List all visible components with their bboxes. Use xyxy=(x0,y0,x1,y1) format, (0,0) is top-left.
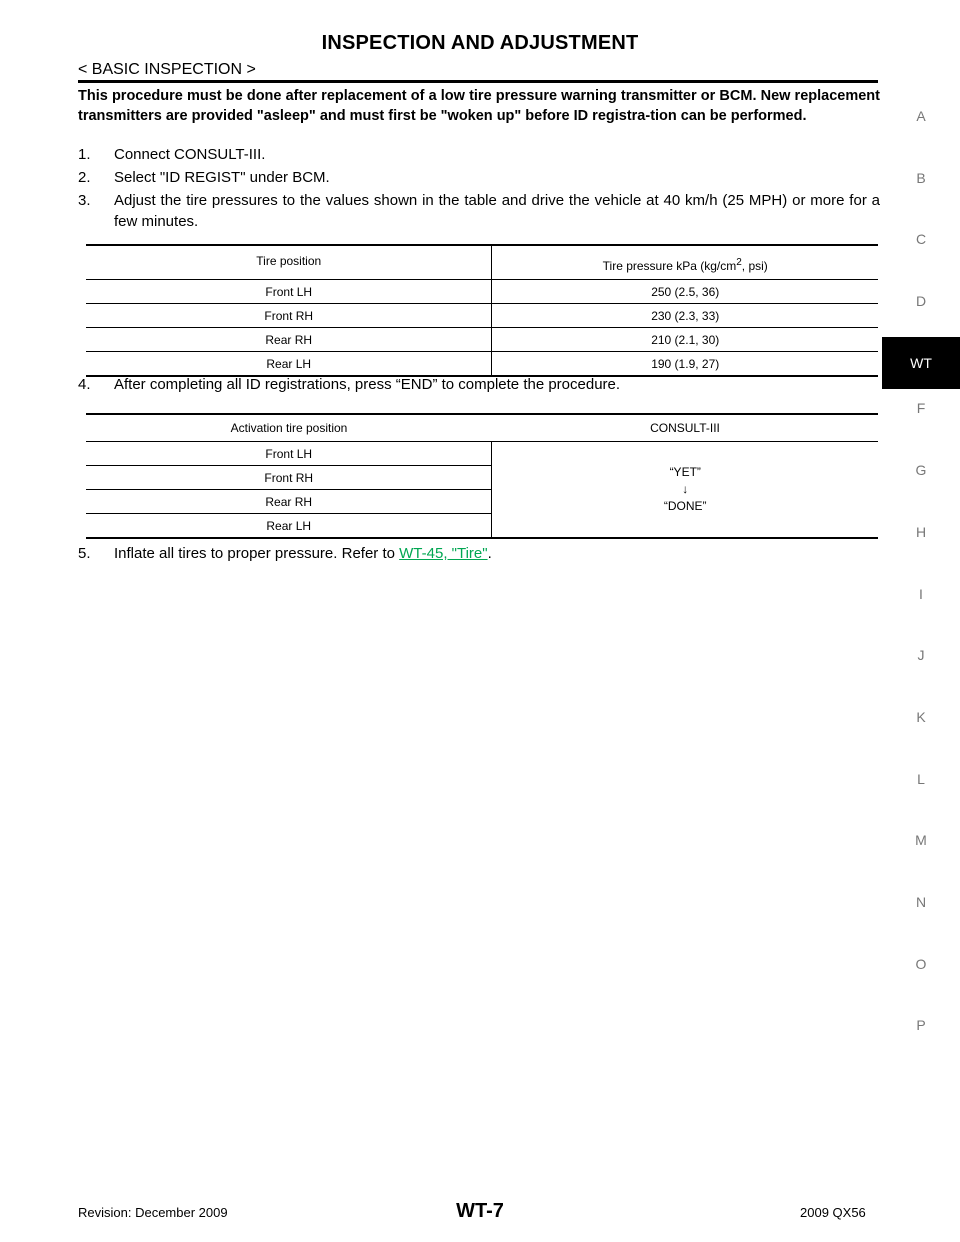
section-tab-n[interactable]: N xyxy=(915,893,927,910)
tire-pressure-table: Tire position Tire pressure kPa (kg/cm2,… xyxy=(86,244,878,377)
revision-date: Revision: December 2009 xyxy=(78,1205,228,1220)
tire-pressure-cell: 190 (1.9, 27) xyxy=(651,356,720,371)
table-row: Front LH 250 (2.5, 36) xyxy=(86,279,878,304)
tire-pressure-cell: 230 (2.3, 33) xyxy=(651,308,720,323)
tire-position-cell: Rear RH xyxy=(86,327,493,352)
step-4: 4. After completing all ID registrations… xyxy=(78,374,880,395)
activation-position-cell: Rear RH xyxy=(86,489,493,514)
header-rule xyxy=(78,80,878,83)
table-row: Rear RH xyxy=(86,489,878,514)
step-3: 3. Adjust the tire pressures to the valu… xyxy=(78,190,880,232)
header-text: , psi) xyxy=(741,258,768,273)
step-2: 2. Select "ID REGIST" under BCM. xyxy=(78,167,880,188)
reference-link[interactable]: WT-45, "Tire" xyxy=(399,545,488,562)
section-tab-p[interactable]: P xyxy=(916,1017,926,1034)
page-title: INSPECTION AND ADJUSTMENT xyxy=(321,32,639,54)
tire-position-cell: Front LH xyxy=(86,279,493,304)
activation-position-cell: Front LH xyxy=(86,441,493,466)
step-number: 5. xyxy=(78,545,91,562)
page-number: WT-7 xyxy=(456,1200,504,1222)
vehicle-model: 2009 QX56 xyxy=(800,1205,866,1220)
table-row: Rear RH 210 (2.1, 30) xyxy=(86,327,878,352)
column-header-consult: CONSULT-III xyxy=(491,414,878,442)
status-yet: “YET” xyxy=(669,465,701,479)
column-header-tire-position: Tire position xyxy=(86,245,493,280)
activation-table: Activation tire position CONSULT-III Fro… xyxy=(86,413,878,539)
section-tab-d[interactable]: D xyxy=(915,293,927,310)
table-header-row: Activation tire position CONSULT-III xyxy=(86,414,878,442)
table-header-row: Tire position Tire pressure kPa (kg/cm2,… xyxy=(86,245,878,280)
consult-status-cell: “YET” ↓ “DONE” xyxy=(492,442,878,539)
superscript: 2 xyxy=(736,256,742,268)
section-tab-i[interactable]: I xyxy=(919,585,923,602)
section-tab-b[interactable]: B xyxy=(916,169,926,186)
tire-pressure-cell: 250 (2.5, 36) xyxy=(651,284,720,299)
section-tab-h[interactable]: H xyxy=(915,523,927,540)
section-tab-j[interactable]: J xyxy=(917,647,925,664)
step-text: After completing all ID registrations, p… xyxy=(114,376,621,393)
step-5: 5. Inflate all tires to proper pressure.… xyxy=(78,543,880,564)
status-done: “DONE” xyxy=(663,499,707,513)
step-text: Inflate all tires to proper pressure. Re… xyxy=(114,543,880,564)
activation-position-cell: Front RH xyxy=(86,465,493,490)
activation-position-cell: Rear LH xyxy=(86,513,493,538)
step-text: Adjust the tire pressures to the values … xyxy=(114,192,880,230)
down-arrow-icon: ↓ xyxy=(682,482,689,496)
section-tab-o[interactable]: O xyxy=(915,955,927,972)
column-header-tire-pressure: Tire pressure kPa (kg/cm2, psi) xyxy=(491,245,878,280)
section-label: < BASIC INSPECTION > xyxy=(78,61,256,78)
step-number: 2. xyxy=(78,169,91,186)
header-text: Tire pressure kPa (kg/cm xyxy=(602,258,737,273)
section-tab-f[interactable]: F xyxy=(916,400,926,417)
intro-paragraph: This procedure must be done after replac… xyxy=(78,88,880,124)
tire-position-cell: Rear LH xyxy=(86,351,493,376)
step-text: Connect CONSULT-III. xyxy=(114,146,266,163)
column-header-activation-position: Activation tire position xyxy=(86,414,492,442)
table-row: Rear LH 190 (1.9, 27) xyxy=(86,351,878,376)
section-tab-wt[interactable]: WT xyxy=(882,336,960,389)
table-row: Front RH xyxy=(86,465,878,490)
step-text-after: . xyxy=(487,545,492,562)
step-number: 3. xyxy=(78,192,91,209)
section-tab-c[interactable]: C xyxy=(915,231,927,248)
step-text: Select "ID REGIST" under BCM. xyxy=(114,169,330,186)
tire-position-cell: Front RH xyxy=(86,303,493,328)
section-tab-l[interactable]: L xyxy=(917,770,925,787)
table-row: Front LH “YET” ↓ “DONE” xyxy=(86,441,878,513)
step-1: 1. Connect CONSULT-III. xyxy=(78,144,880,165)
table-row: Rear LH xyxy=(86,513,878,538)
step-number: 1. xyxy=(78,146,91,163)
section-tab-m[interactable]: M xyxy=(915,832,927,849)
section-tab-g[interactable]: G xyxy=(915,462,927,479)
section-tab-a[interactable]: A xyxy=(916,108,926,124)
table-row: Front RH 230 (2.3, 33) xyxy=(86,303,878,328)
tire-pressure-cell: 210 (2.1, 30) xyxy=(651,332,720,347)
step-text-before: Inflate all tires to proper pressure. Re… xyxy=(114,545,400,562)
section-index-tabs: A B C D WT F G H I J K L M N O P xyxy=(882,106,960,1077)
section-tab-k[interactable]: K xyxy=(916,708,926,725)
step-number: 4. xyxy=(78,376,91,393)
